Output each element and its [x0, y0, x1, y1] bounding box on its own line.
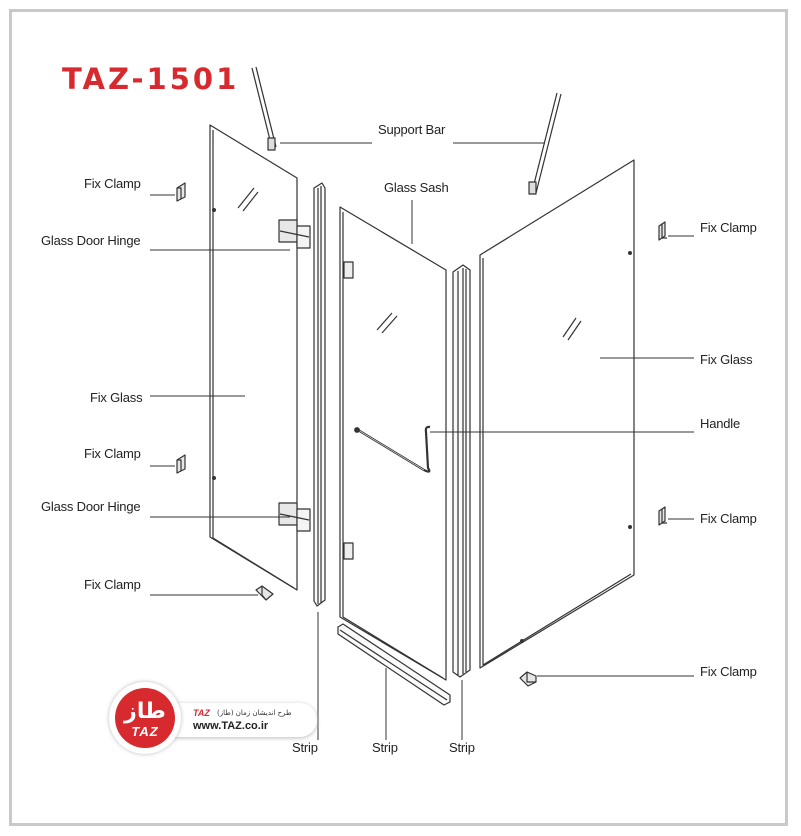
- logo-url: www.TAZ.co.ir: [193, 720, 269, 732]
- handle-part: [354, 425, 431, 473]
- logo-persian-text: طرح اندیشان زمان (طاز): [217, 709, 292, 717]
- fix-clamp-right-bottom-part: [519, 671, 537, 687]
- label-fix-glass-right: Fix Glass: [700, 352, 753, 367]
- fix-clamp-left-top-part: [176, 182, 186, 202]
- label-fix-clamp-right-top: Fix Clamp: [700, 220, 757, 235]
- logo-glyph: طاز: [124, 698, 166, 723]
- strip-bottom-part: [337, 623, 451, 706]
- label-fix-glass-left: Fix Glass: [90, 390, 143, 405]
- logo-badge: طاز TAZ: [109, 682, 181, 754]
- diagram-title: TAZ-1501: [62, 62, 240, 96]
- logo-brand-text: TAZ: [193, 708, 210, 718]
- strip-left-part: [313, 182, 326, 607]
- label-support-bar: Support Bar: [378, 122, 446, 137]
- fix-clamp-right-top-part: [658, 221, 667, 241]
- fix-clamp-left-mid-part: [176, 454, 186, 474]
- label-fix-clamp-left-mid: Fix Clamp: [84, 446, 141, 461]
- label-fix-clamp-left-top: Fix Clamp: [84, 176, 141, 191]
- label-fix-clamp-right-mid: Fix Clamp: [700, 511, 757, 526]
- logo-card: TAZ طرح اندیشان زمان (طاز) www.TAZ.co.ir: [171, 703, 317, 737]
- support-bar-left: [251, 66, 277, 151]
- glass-door-hinge-bottom: [278, 502, 311, 532]
- fix-clamp-right-mid-part: [658, 506, 667, 526]
- glass-door-hinge-top: [278, 219, 311, 249]
- label-glass-door-hinge-top: Glass Door Hinge: [41, 233, 141, 248]
- logo-mark: TAZ: [131, 724, 159, 739]
- label-fix-clamp-left-bottom: Fix Clamp: [84, 577, 141, 592]
- label-handle: Handle: [700, 416, 740, 431]
- label-strip-left: Strip: [292, 740, 318, 755]
- label-glass-sash: Glass Sash: [384, 180, 449, 195]
- fix-glass-left-panel: [209, 124, 298, 591]
- glass-sash-panel: [339, 206, 447, 681]
- fix-clamp-left-bottom-part: [255, 585, 274, 601]
- label-strip-right: Strip: [449, 740, 475, 755]
- fix-glass-right-panel: [479, 159, 635, 669]
- label-glass-door-hinge-bottom: Glass Door Hinge: [41, 499, 141, 514]
- strip-right-part: [452, 264, 471, 678]
- taz-logo: TAZ طرح اندیشان زمان (طاز) www.TAZ.co.ir…: [109, 682, 317, 754]
- label-strip-mid: Strip: [372, 740, 398, 755]
- label-fix-clamp-right-bottom: Fix Clamp: [700, 664, 757, 679]
